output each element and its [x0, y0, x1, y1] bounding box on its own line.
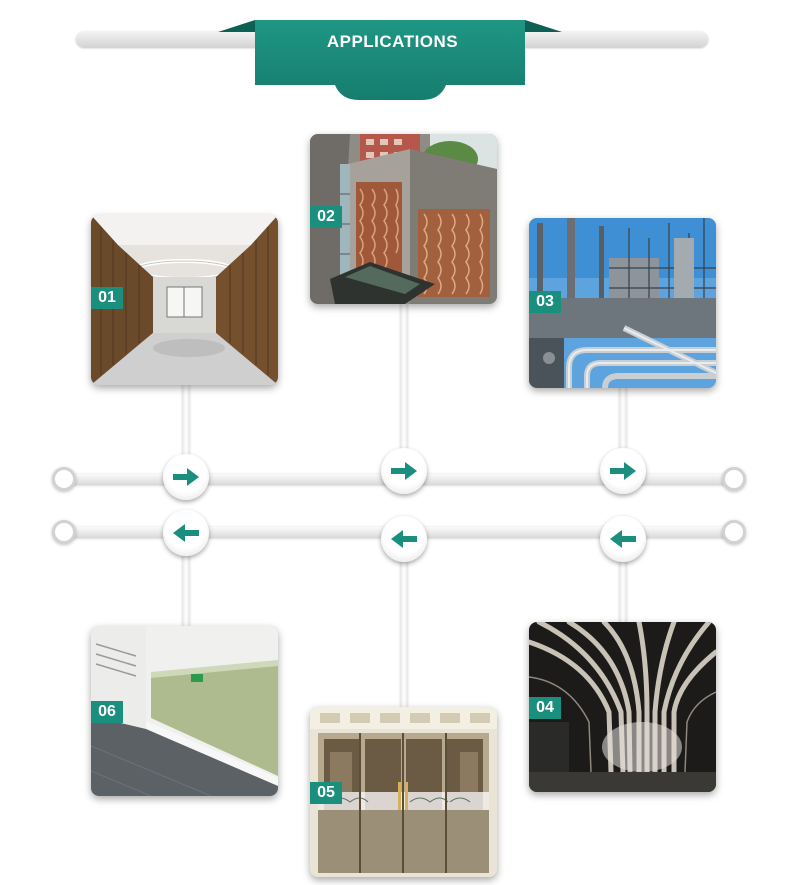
header-title: APPLICATIONS — [326, 32, 459, 51]
application-card-06[interactable]: 06 — [91, 626, 278, 796]
item-number-badge: 04 — [529, 697, 561, 719]
item-number-badge: 03 — [529, 291, 561, 313]
item-number-badge: 02 — [310, 206, 342, 228]
left-arrow-icon — [173, 524, 199, 542]
timeline-node-02 — [381, 448, 427, 494]
connector-02 — [400, 304, 408, 469]
left-arrow-icon — [610, 530, 636, 548]
connector-04 — [619, 540, 627, 622]
rail-end-node — [722, 520, 746, 544]
timeline-node-03 — [600, 448, 646, 494]
application-card-03[interactable]: 03 — [529, 218, 716, 388]
right-arrow-icon — [391, 462, 417, 480]
application-card-02[interactable]: 02 — [310, 134, 497, 304]
timeline-node-05 — [381, 516, 427, 562]
right-arrow-icon — [173, 468, 199, 486]
rail-end-node — [722, 467, 746, 491]
application-card-01[interactable]: 01 — [91, 215, 278, 385]
left-arrow-icon — [391, 530, 417, 548]
glass-door-photo — [310, 707, 497, 877]
timeline-node-04 — [600, 516, 646, 562]
header-ribbon — [218, 20, 562, 100]
item-number-badge: 05 — [310, 782, 342, 804]
building-facade-photo — [310, 134, 497, 304]
connector-03 — [619, 388, 627, 472]
application-card-04[interactable]: 04 — [529, 622, 716, 792]
metal-ceiling-photo — [529, 622, 716, 792]
timeline-node-01 — [163, 454, 209, 500]
timeline-node-06 — [163, 510, 209, 556]
connector-05 — [400, 540, 408, 707]
connector-01 — [182, 385, 190, 473]
connector-06 — [182, 534, 190, 626]
rail-end-node — [52, 467, 76, 491]
item-number-badge: 06 — [91, 701, 123, 723]
rail-end-node — [52, 520, 76, 544]
application-card-05[interactable]: 05 — [310, 707, 497, 877]
right-arrow-icon — [610, 462, 636, 480]
item-number-badge: 01 — [91, 287, 123, 309]
